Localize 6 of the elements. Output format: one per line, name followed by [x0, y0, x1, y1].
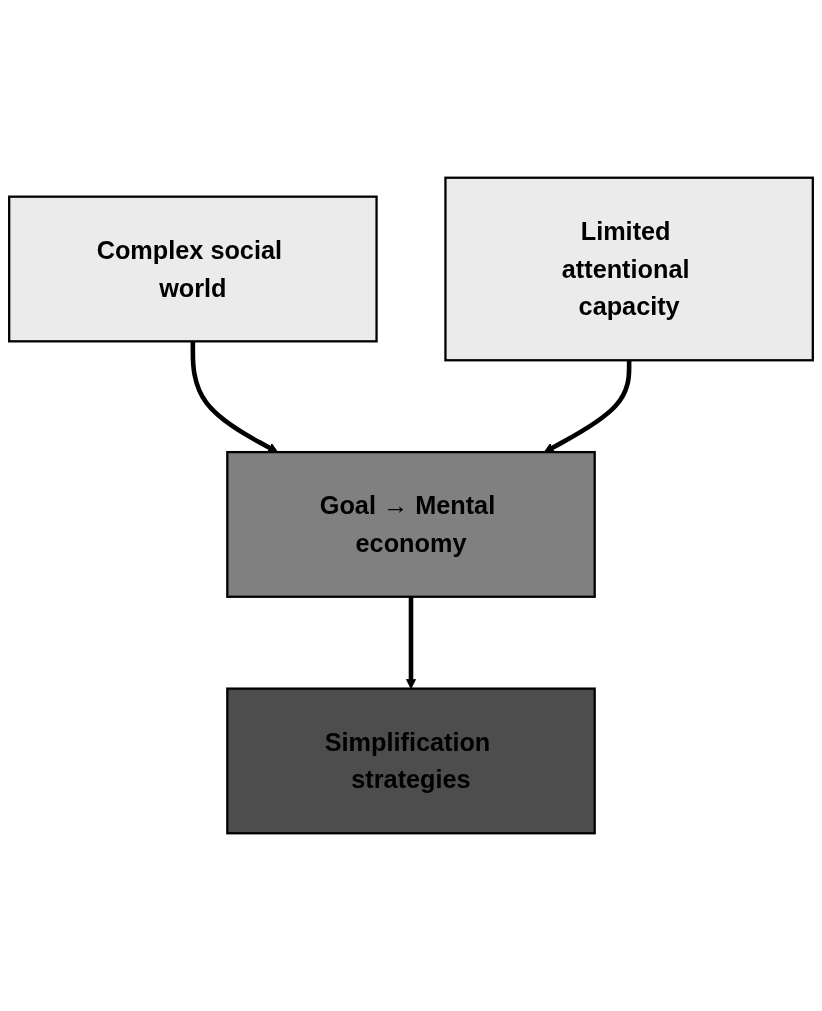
node-box [226, 450, 596, 598]
node-box [226, 687, 596, 835]
node-box [444, 176, 814, 362]
arrow [543, 360, 632, 453]
node-box [8, 195, 378, 343]
arrow [190, 341, 279, 453]
